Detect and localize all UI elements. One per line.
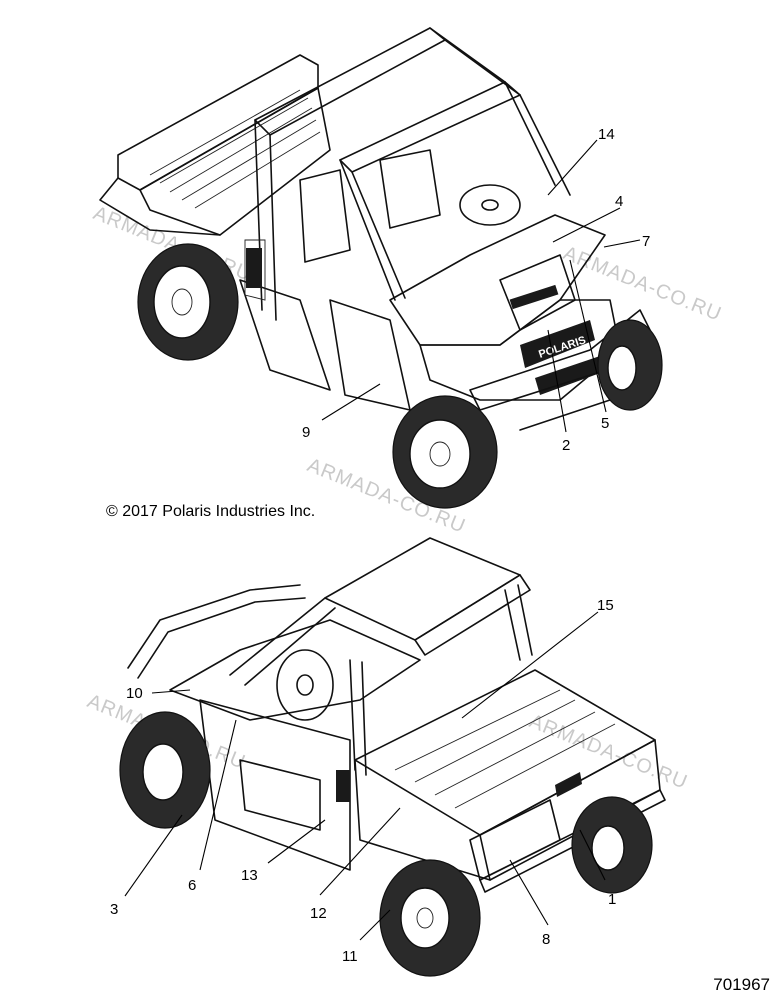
hood-vent bbox=[509, 284, 559, 310]
wheel-front-right bbox=[597, 319, 663, 411]
copyright-text: © 2017 Polaris Industries Inc. bbox=[106, 503, 316, 520]
wheel-rear-left bbox=[137, 243, 239, 361]
side-vent bbox=[246, 248, 262, 288]
watermark-5: ARMADA-CO.RU bbox=[526, 710, 691, 794]
callout-11: 11 bbox=[342, 948, 358, 965]
callout-15: 15 bbox=[597, 597, 614, 614]
part-number: 701967 bbox=[713, 975, 770, 994]
wheel-front-left bbox=[392, 395, 498, 509]
side-vent-rear bbox=[336, 770, 350, 802]
callout-10: 10 bbox=[126, 685, 143, 702]
callout-6: 6 bbox=[188, 877, 196, 894]
callout-2: 2 bbox=[562, 437, 570, 454]
callout-13: 13 bbox=[241, 867, 258, 884]
vehicle-bottom-rear-view: 15 10 3 6 13 12 11 8 1 bbox=[110, 537, 666, 977]
wheel-rear-right-bottom bbox=[571, 796, 653, 894]
callout-12: 12 bbox=[310, 905, 327, 922]
wheel-front-left-bottom bbox=[119, 711, 211, 829]
bottom-callouts: 15 10 3 6 13 12 11 8 1 bbox=[110, 597, 616, 965]
top-callouts: 14 4 7 9 2 5 bbox=[302, 126, 650, 454]
callout-7: 7 bbox=[642, 233, 650, 250]
wheel-rear-left-bottom bbox=[379, 859, 481, 977]
callout-8: 8 bbox=[542, 931, 550, 948]
callout-4: 4 bbox=[615, 193, 623, 210]
callout-14: 14 bbox=[598, 126, 615, 143]
callout-1: 1 bbox=[608, 891, 616, 908]
callout-3: 3 bbox=[110, 901, 118, 918]
callout-9: 9 bbox=[302, 424, 310, 441]
callout-5: 5 bbox=[601, 415, 609, 432]
vehicle-top-front-view: POLARIS 14 4 7 bbox=[99, 27, 663, 509]
